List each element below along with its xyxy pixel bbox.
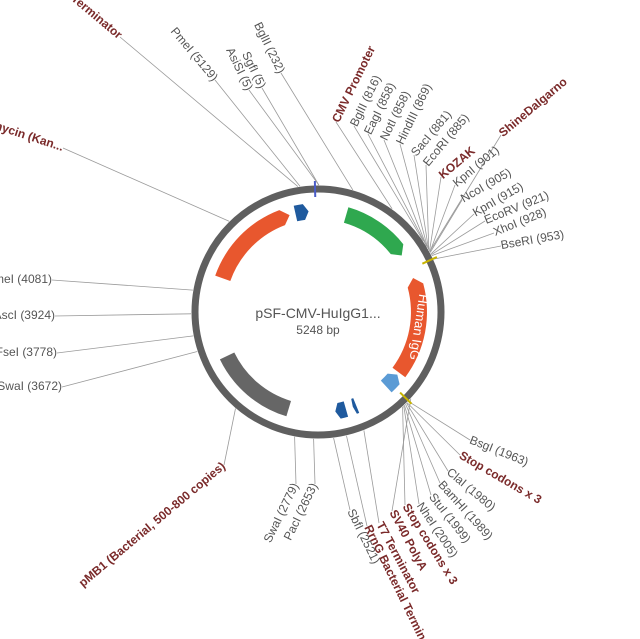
leader-line-21 [406,402,461,456]
leader-line-19 [433,245,502,260]
leader-line-4 [280,72,354,191]
feature-label-pmb1-bacterial-500-800-copies-33[interactable]: pMB1 (Bacterial, 500-800 copies) [76,459,228,590]
leader-line-20 [408,400,471,441]
site-label-pmei-4081-37[interactable]: PmeI (4081) [0,272,52,286]
leader-line-11 [425,164,430,250]
feature-label-kanamycin-kan-38[interactable]: Kanamycin (Kan... [0,108,65,153]
site-label-asci-3924-36[interactable]: AscI (3924) [0,308,55,322]
leader-line-23 [405,403,441,484]
leader-line-33 [223,408,236,466]
leader-line-17 [431,220,486,256]
site-label-swai-3672-34[interactable]: SwaI (3672) [0,379,62,393]
leader-line-30 [333,437,351,511]
leader-line-8 [383,139,428,247]
feature-cmv-promoter-0[interactable] [343,207,404,256]
feature-human-igg-1[interactable] [392,278,428,378]
site-marker-1 [421,256,438,265]
leader-line-37 [51,279,193,291]
feature-label-shinedalgarno-13[interactable]: ShineDalgarno [496,75,570,140]
leader-line-29 [346,435,368,527]
leader-line-15 [429,199,463,253]
leader-line-9 [399,143,428,248]
leader-line-35 [56,335,194,354]
leader-line-34 [61,351,198,388]
plasmid-size: 5248 bp [296,323,340,337]
leader-line-28 [363,430,380,524]
leader-line-0 [119,36,299,187]
site-label-pmei-5129-1[interactable]: PmeI (5129) [168,24,221,84]
feature-label-rrng-bacterial-terminator-0[interactable]: RrnG Bacterial Terminator [2,0,126,42]
feature-pmb1-bacterial-500-800-copies-5[interactable] [219,352,291,417]
leader-line-1 [214,79,301,187]
leader-line-31 [313,438,316,485]
feature-kanamycin-kan-6[interactable] [215,210,290,281]
plasmid-name: pSF-CMV-HuIgG1... [255,305,380,321]
leader-line-14 [429,184,456,253]
leader-line-16 [430,213,475,255]
leader-line-22 [406,402,449,472]
leader-line-38 [62,147,230,222]
feature-arrows: Human IgG [215,204,431,419]
leader-line-32 [294,436,297,485]
leader-line-7 [367,133,428,247]
leader-line-2 [248,89,320,186]
leader-line-3 [261,87,320,186]
feature-rrng-bacterial-terminator-4[interactable] [335,401,349,419]
site-markers [313,181,438,405]
feature-sv40-polya-2[interactable] [380,373,400,393]
leader-line-12 [429,176,442,252]
leader-line-18 [431,232,495,256]
site-label-fsei-3778-35[interactable]: FseI (3778) [0,345,57,359]
leader-line-6 [353,125,424,242]
leader-line-25 [403,405,420,505]
leader-line-5 [335,121,393,210]
leader-line-36 [54,313,192,317]
leader-line-10 [413,154,429,250]
leader-line-27 [391,398,412,512]
plasmid-backbone [191,185,445,439]
leader-lines [51,36,502,527]
site-marker-2 [399,391,413,405]
feature-rrng-bacterial-terminator-7[interactable] [293,204,309,222]
feature-t7-terminator-3[interactable] [351,398,360,414]
leader-line-24 [404,404,432,496]
leader-line-26 [402,406,406,506]
leader-line-13 [429,134,502,252]
